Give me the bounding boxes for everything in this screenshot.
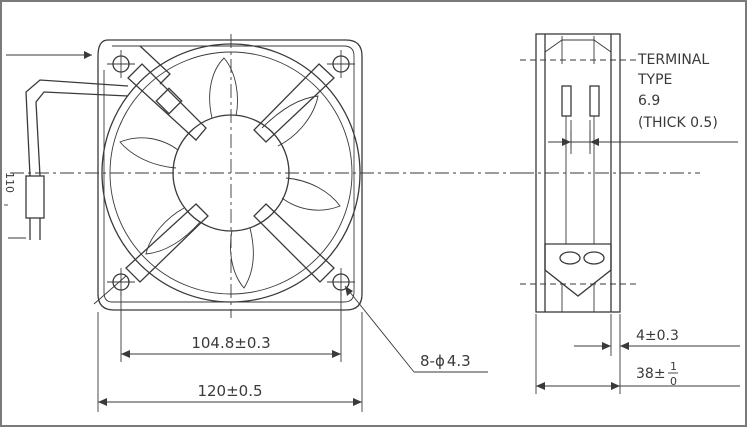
- strut: [253, 203, 335, 283]
- fan-frame-inner: [103, 45, 355, 303]
- terminal-pin: [589, 85, 600, 117]
- overall-width-dimension: 120±0.5: [197, 382, 262, 400]
- hole-pitch-dimension: 104.8±0.3: [191, 334, 270, 352]
- fan-blade: [119, 137, 179, 169]
- terminal-label-line2: TYPE: [637, 72, 672, 88]
- arrowhead: [84, 51, 92, 59]
- arrowhead: [536, 382, 545, 390]
- strut-wire-channel: [127, 63, 207, 141]
- arrowhead: [121, 350, 130, 358]
- side-dimensions: 4±0.3 38± 1 0: [535, 314, 740, 394]
- terminal-pin: [561, 85, 572, 117]
- arrowhead: [562, 138, 571, 146]
- fan-blade: [209, 57, 238, 119]
- arrowhead: [353, 398, 362, 406]
- arrowhead: [620, 342, 629, 350]
- thickness-upper-tolerance: 1: [670, 360, 677, 373]
- terminal-label-line1: TERMINAL: [637, 52, 709, 68]
- wire-length-label: 110: [3, 172, 16, 193]
- side-port: [559, 251, 581, 265]
- thickness-dimension: 38±: [636, 366, 666, 382]
- terminal-label-line4: (THICK 0.5): [638, 115, 718, 131]
- hole-leader-line: [344, 285, 415, 373]
- flange-dimension: 4±0.3: [636, 328, 679, 344]
- fan-blade: [281, 177, 341, 211]
- arrowhead: [332, 350, 341, 358]
- fan-front-view: [10, 34, 530, 318]
- thickness-lower-tolerance: 0: [670, 375, 677, 388]
- arrowhead: [98, 398, 107, 406]
- arrowhead: [590, 138, 599, 146]
- fan-blade: [230, 227, 254, 289]
- section-mark: [93, 275, 127, 305]
- fan-side-view: TERMINAL TYPE 6.9 (THICK 0.5): [520, 33, 738, 313]
- side-hub-top: [544, 39, 612, 53]
- frame-notch: [139, 45, 171, 85]
- lead-wires: 110: [3, 51, 129, 240]
- fan-frame-outline: [97, 39, 363, 311]
- side-port: [583, 251, 605, 265]
- lead-wire: [35, 91, 129, 177]
- arrowhead: [602, 342, 611, 350]
- strut: [125, 203, 209, 283]
- arrowhead: [611, 382, 620, 390]
- lead-wire: [25, 79, 129, 177]
- wire-connector: [25, 175, 45, 219]
- wire-clip: [155, 87, 183, 115]
- arrowhead: [345, 286, 353, 296]
- terminal-label-line3: 6.9: [638, 93, 660, 109]
- fan-blade: [145, 207, 201, 255]
- fan-blade: [261, 95, 319, 147]
- strut: [253, 63, 335, 143]
- side-bottom-bracket: [544, 243, 612, 297]
